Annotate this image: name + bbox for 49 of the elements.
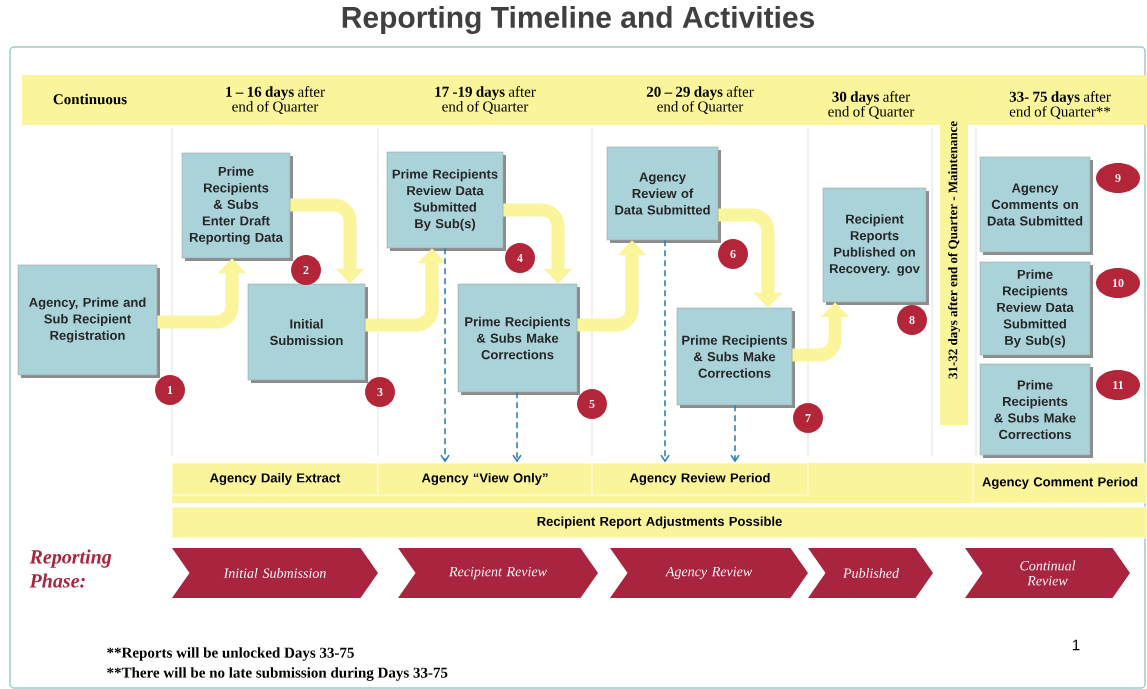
number-badge: 3	[365, 377, 395, 407]
period-band: Recipient Report Adjustments Possible	[171, 506, 1147, 539]
number-badge: 7	[793, 403, 823, 433]
process-box: Prime Recipients & Subs Make Corrections	[457, 283, 580, 395]
column-header: 30 days after end of Quarter	[828, 91, 915, 119]
column-header: Continuous	[53, 93, 127, 105]
column-header: 20 – 29 days after end of Quarter	[646, 86, 754, 114]
phase-banner: Initial Submission	[172, 548, 378, 598]
footnote: **Reports will be unlocked Days 33-75	[107, 647, 354, 661]
number-badge: 9	[1096, 163, 1140, 193]
column-header: 1 – 16 days after end of Quarter	[226, 86, 325, 114]
maintenance-band: 31-32 days after end of Quarter - Maintenance	[940, 75, 968, 425]
dashed-arrow	[660, 239, 670, 463]
number-badge: 10	[1096, 268, 1140, 298]
number-badge: 8	[897, 305, 927, 335]
column-header: 17 -19 days after end of Quarter	[435, 86, 536, 114]
period-band: Agency Comment Period	[972, 462, 1147, 504]
node-label: 31-32 days after end of Quarter - Maintenance	[948, 121, 960, 379]
process-box: Initial Submission	[247, 283, 368, 383]
phase-banner: Recipient Review	[398, 548, 598, 598]
phase-banner: Continual Review	[965, 548, 1130, 598]
period-band: Agency “View Only”	[377, 462, 593, 496]
period-band: Agency Review Period	[591, 462, 809, 496]
dashed-arrow	[440, 247, 450, 463]
page-number: 1	[1073, 639, 1080, 651]
process-box: Agency Comments on Data Submitted	[979, 156, 1093, 255]
number-badge: 2	[291, 255, 321, 285]
number-badge: 1	[155, 375, 185, 405]
column-header: 33- 75 days after end of Quarter**	[1009, 91, 1111, 119]
process-box: Agency, Prime and Sub Recipient Registration	[17, 264, 160, 378]
period-band: Agency Daily Extract	[171, 462, 379, 496]
process-box: Prime Recipients & Subs Make Corrections	[676, 307, 795, 408]
number-badge: 4	[505, 243, 535, 273]
phase-banner: Published	[808, 548, 933, 598]
process-box: Prime Recipients & Subs Make Corrections	[979, 363, 1093, 458]
dashed-arrow	[512, 391, 522, 463]
number-badge: 5	[577, 389, 607, 419]
dashed-arrow	[730, 404, 740, 463]
number-badge: 11	[1096, 370, 1140, 400]
title: Reporting Timeline and Activities	[342, 5, 815, 35]
process-box: Recipient Reports Published on Recovery. gov	[822, 187, 929, 305]
process-box: Prime Recipients & Subs Enter Draft Reporting Data	[181, 152, 293, 261]
phase-label: Reporting Phase:	[29, 549, 112, 588]
phase-banner: Agency Review	[610, 548, 808, 598]
number-badge: 6	[718, 239, 748, 269]
process-box: Prime Recipients Review Data Submitted By Sub(s)	[979, 261, 1093, 358]
footnote: **There will be no late submission during Days 33-75	[107, 667, 448, 681]
process-box: Prime Recipients Review Data Submitted By Sub(s)	[386, 151, 506, 251]
process-box: Agency Review of Data Submitted	[606, 146, 721, 243]
